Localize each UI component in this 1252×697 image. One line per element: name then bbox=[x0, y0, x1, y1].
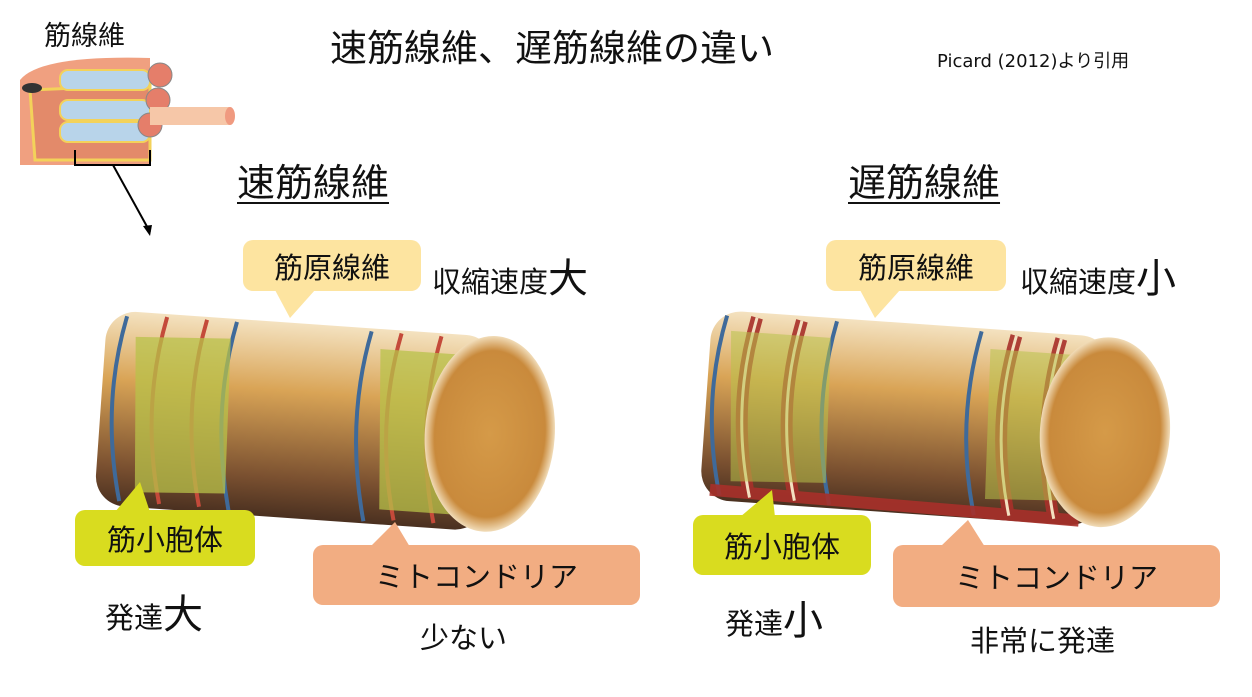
speed-text: 収縮速度 bbox=[1020, 265, 1137, 299]
slow-fiber-image bbox=[701, 311, 1171, 528]
callout-tail bbox=[740, 490, 775, 517]
fast-sr-note: 発達大 bbox=[105, 582, 203, 640]
speed-value: 大 bbox=[548, 256, 589, 302]
fast-sr-callout: 筋小胞体 bbox=[75, 510, 255, 566]
speed-text: 収縮速度 bbox=[432, 265, 549, 299]
fast-mito-note: 少ない bbox=[420, 621, 508, 655]
sr-value: 小 bbox=[783, 598, 824, 644]
callout-tail bbox=[275, 290, 315, 318]
sr-text: 発達 bbox=[725, 607, 784, 641]
fast-mito-callout: ミトコンドリア bbox=[313, 545, 640, 605]
slow-fiber-heading: 遅筋線維 bbox=[848, 161, 1001, 205]
callout-tail bbox=[115, 482, 150, 512]
sr-value: 大 bbox=[163, 592, 204, 638]
citation: Picard (2012)より引用 bbox=[937, 51, 1130, 72]
fast-fiber-image bbox=[95, 311, 555, 532]
slow-mito-note: 非常に発達 bbox=[970, 624, 1116, 658]
callout-tail bbox=[940, 520, 985, 547]
slow-mito-callout: ミトコンドリア bbox=[893, 545, 1220, 607]
slow-myofibril-callout: 筋原線維 bbox=[826, 240, 1006, 291]
fast-speed-note: 収縮速度大 bbox=[432, 246, 588, 304]
slow-sr-note: 発達小 bbox=[725, 588, 823, 646]
slow-sr-callout: 筋小胞体 bbox=[693, 515, 871, 575]
speed-value: 小 bbox=[1136, 256, 1177, 302]
muscle-fiber-overview-image bbox=[20, 57, 235, 236]
callout-tail bbox=[370, 522, 410, 547]
slide-title: 速筋線維、遅筋線維の違い bbox=[330, 27, 774, 70]
fast-myofibril-callout: 筋原線維 bbox=[243, 240, 421, 291]
overview-label: 筋線維 bbox=[44, 21, 125, 52]
sr-text: 発達 bbox=[105, 601, 164, 635]
fast-fiber-heading: 速筋線維 bbox=[237, 161, 390, 205]
slow-speed-note: 収縮速度小 bbox=[1020, 246, 1176, 304]
callout-tail bbox=[860, 290, 900, 318]
